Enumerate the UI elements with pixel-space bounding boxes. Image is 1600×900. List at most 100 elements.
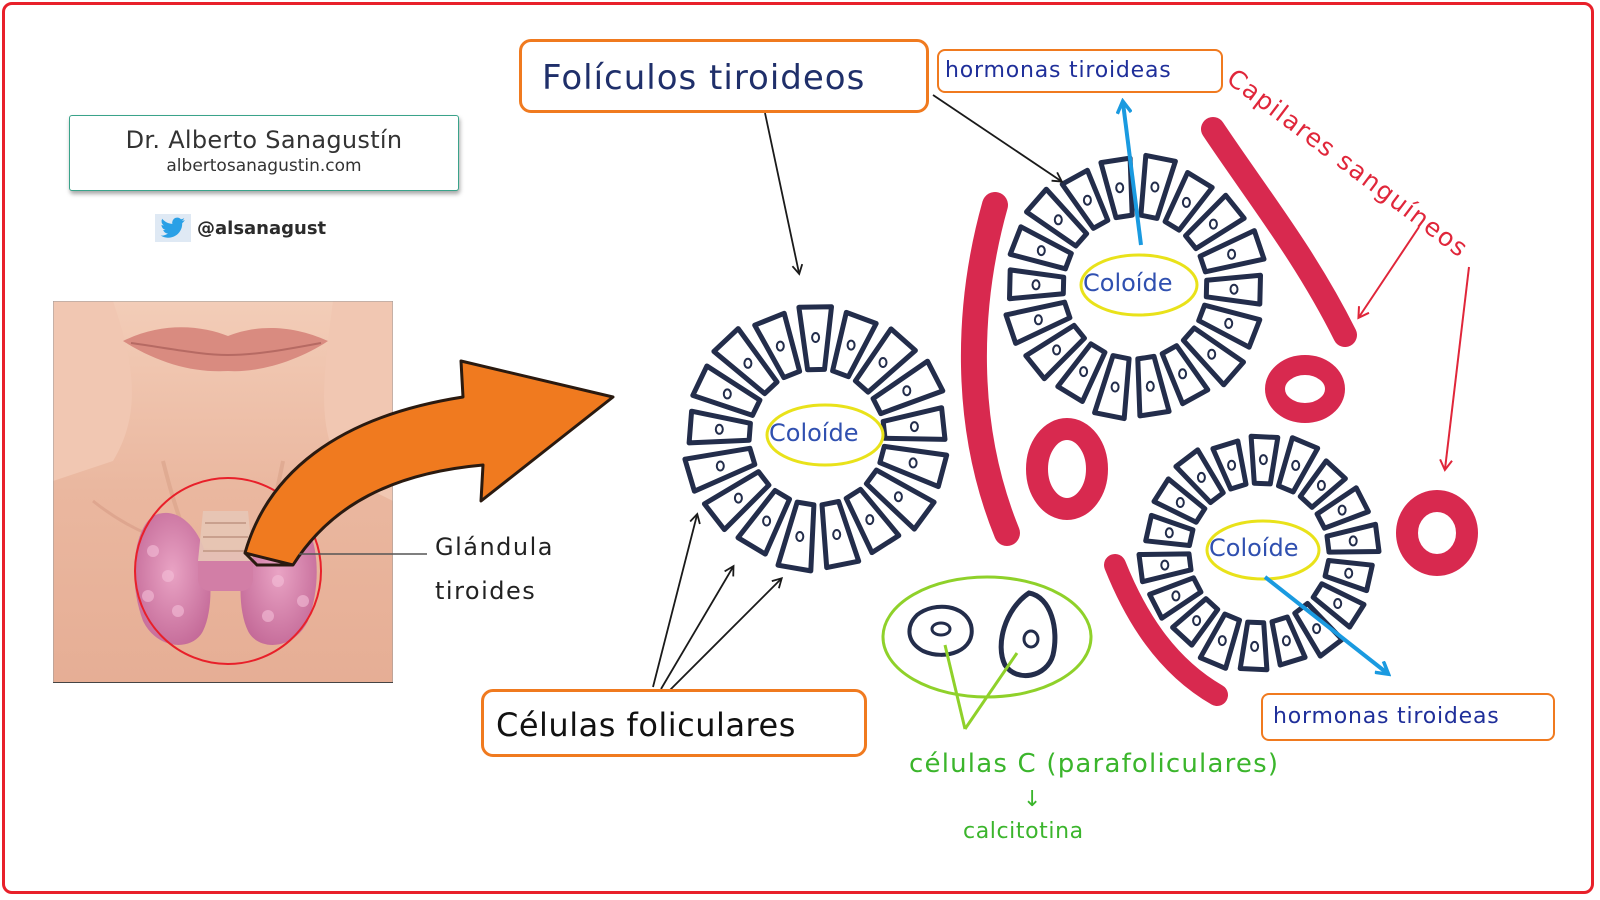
follicular-cell: [1136, 551, 1194, 585]
follicular-cell: [1248, 433, 1281, 487]
cell-nucleus: [1175, 497, 1185, 508]
colloid-top-label: Coloíde: [1083, 269, 1173, 297]
cell-nucleus: [1316, 479, 1326, 491]
cell-nucleus: [1115, 182, 1125, 194]
follicle-left: [682, 304, 950, 574]
hormone-arrow-up: [1123, 103, 1143, 246]
cell-nucleus: [1217, 635, 1227, 647]
gland-label-line1: Glándula: [435, 533, 555, 561]
cell-nucleus: [1082, 194, 1092, 206]
colloid-left-ring: [765, 403, 885, 467]
follicular-cell: [1297, 458, 1348, 510]
cell-nucleus: [1227, 248, 1237, 260]
follicular-cell: [1196, 302, 1263, 350]
author-name: Dr. Alberto Sanagustín: [125, 126, 403, 154]
follicular-cell: [1173, 447, 1226, 505]
gland-label-line2: tiroides: [435, 577, 537, 605]
follicular-cell: [1269, 614, 1308, 668]
cell-nucleus: [1145, 380, 1155, 392]
author-website[interactable]: albertosanagustin.com: [166, 156, 362, 176]
capillary-arrows: [1357, 226, 1470, 472]
calcitonin-label: calcitotina: [963, 819, 1084, 844]
follicle-top-right: [1003, 152, 1267, 422]
c-cells-label: células C (parafoliculares): [909, 749, 1280, 779]
twitter-handle-row[interactable]: @alsanagust: [155, 213, 326, 243]
cell-nucleus: [1031, 279, 1041, 291]
follicular-cell: [1210, 438, 1249, 492]
cell-nucleus: [1053, 214, 1063, 226]
hormones-bottom-label: hormonas tiroideas: [1273, 704, 1500, 729]
cell-nucleus: [1348, 535, 1358, 547]
orange-pointer-arrow: [243, 359, 615, 567]
cell-nucleus: [1224, 317, 1234, 329]
cell-nucleus: [1150, 181, 1160, 193]
cell-nucleus: [908, 457, 918, 469]
cell-nucleus: [893, 491, 903, 503]
hormones-top-label: hormonas tiroideas: [945, 58, 1172, 83]
cell-nucleus: [1312, 623, 1322, 635]
follicular-cell: [1151, 476, 1208, 525]
follicular-cell: [1055, 341, 1108, 404]
follicles-label-box: Folículos tiroideos: [519, 39, 929, 113]
cell-nucleus: [1196, 471, 1206, 483]
twitter-bird-icon: [155, 214, 191, 242]
follicular-cell: [1007, 267, 1067, 302]
cell-nucleus: [1181, 196, 1191, 208]
label-arrows: [652, 94, 1064, 692]
cell-nucleus: [733, 492, 743, 504]
follicles-label: Folículos tiroideos: [542, 58, 866, 98]
follicular-cell: [1024, 186, 1090, 249]
cell-nucleus: [1036, 245, 1046, 257]
cell-nucleus: [1079, 366, 1089, 378]
colloid-bottom-label: Coloíde: [1209, 534, 1299, 562]
follicular-cell: [701, 469, 772, 533]
cell-nucleus: [1160, 559, 1170, 571]
follicular-cell: [1159, 343, 1211, 407]
cell-nucleus: [762, 515, 772, 527]
follicular-cell: [1170, 596, 1221, 648]
cell-nucleus: [1229, 283, 1239, 295]
cell-nucleus: [1164, 527, 1174, 539]
neck-thyroid-photo: [53, 301, 393, 683]
cell-nucleus: [1258, 454, 1268, 466]
cell-nucleus: [1250, 640, 1260, 652]
cell-nucleus: [743, 357, 753, 369]
colloid-top-ring: [1079, 253, 1199, 317]
cell-nucleus: [715, 460, 725, 472]
cell-nucleus: [1333, 598, 1343, 609]
cell-nucleus: [1208, 218, 1218, 230]
cell-nucleus: [775, 340, 785, 352]
cell-nucleus: [1110, 381, 1120, 393]
follicular-cell: [690, 363, 763, 418]
cell-nucleus: [1052, 344, 1062, 356]
colloid-bottom-ring: [1205, 519, 1321, 581]
follicular-cell: [1023, 322, 1087, 382]
follicular-cell: [1059, 167, 1111, 231]
follicular-cell: [1183, 192, 1247, 252]
cell-nucleus: [1227, 459, 1237, 471]
hormones-bottom-box: hormonas tiroideas: [1261, 693, 1555, 741]
colloid-left-label: Coloíde: [769, 419, 859, 447]
author-card: Dr. Alberto Sanagustín albertosanagustin…: [69, 115, 459, 191]
c-cells-group: [881, 575, 1093, 730]
cell-nucleus: [714, 423, 724, 435]
cell-nucleus: [878, 357, 888, 368]
follicle-bottom-right: [1136, 433, 1382, 673]
cell-nucleus: [832, 529, 842, 540]
cell-nucleus: [722, 388, 732, 400]
follicular-cell: [1143, 512, 1196, 548]
twitter-handle: @alsanagust: [197, 217, 327, 239]
cell-nucleus: [795, 531, 805, 542]
cell-nucleus: [1033, 314, 1043, 326]
cell-nucleus: [1178, 368, 1188, 380]
cell-nucleus: [1281, 635, 1291, 647]
follicular-cell: [1322, 558, 1375, 594]
capillaries: [960, 117, 1478, 706]
follicular-cell: [1197, 611, 1242, 671]
thyroid-histology-diagram: [243, 94, 1478, 730]
follicular-cell: [1324, 521, 1382, 555]
cell-nucleus: [1337, 504, 1347, 516]
follicular-cell: [880, 405, 948, 442]
cell-nucleus: [1291, 459, 1301, 471]
